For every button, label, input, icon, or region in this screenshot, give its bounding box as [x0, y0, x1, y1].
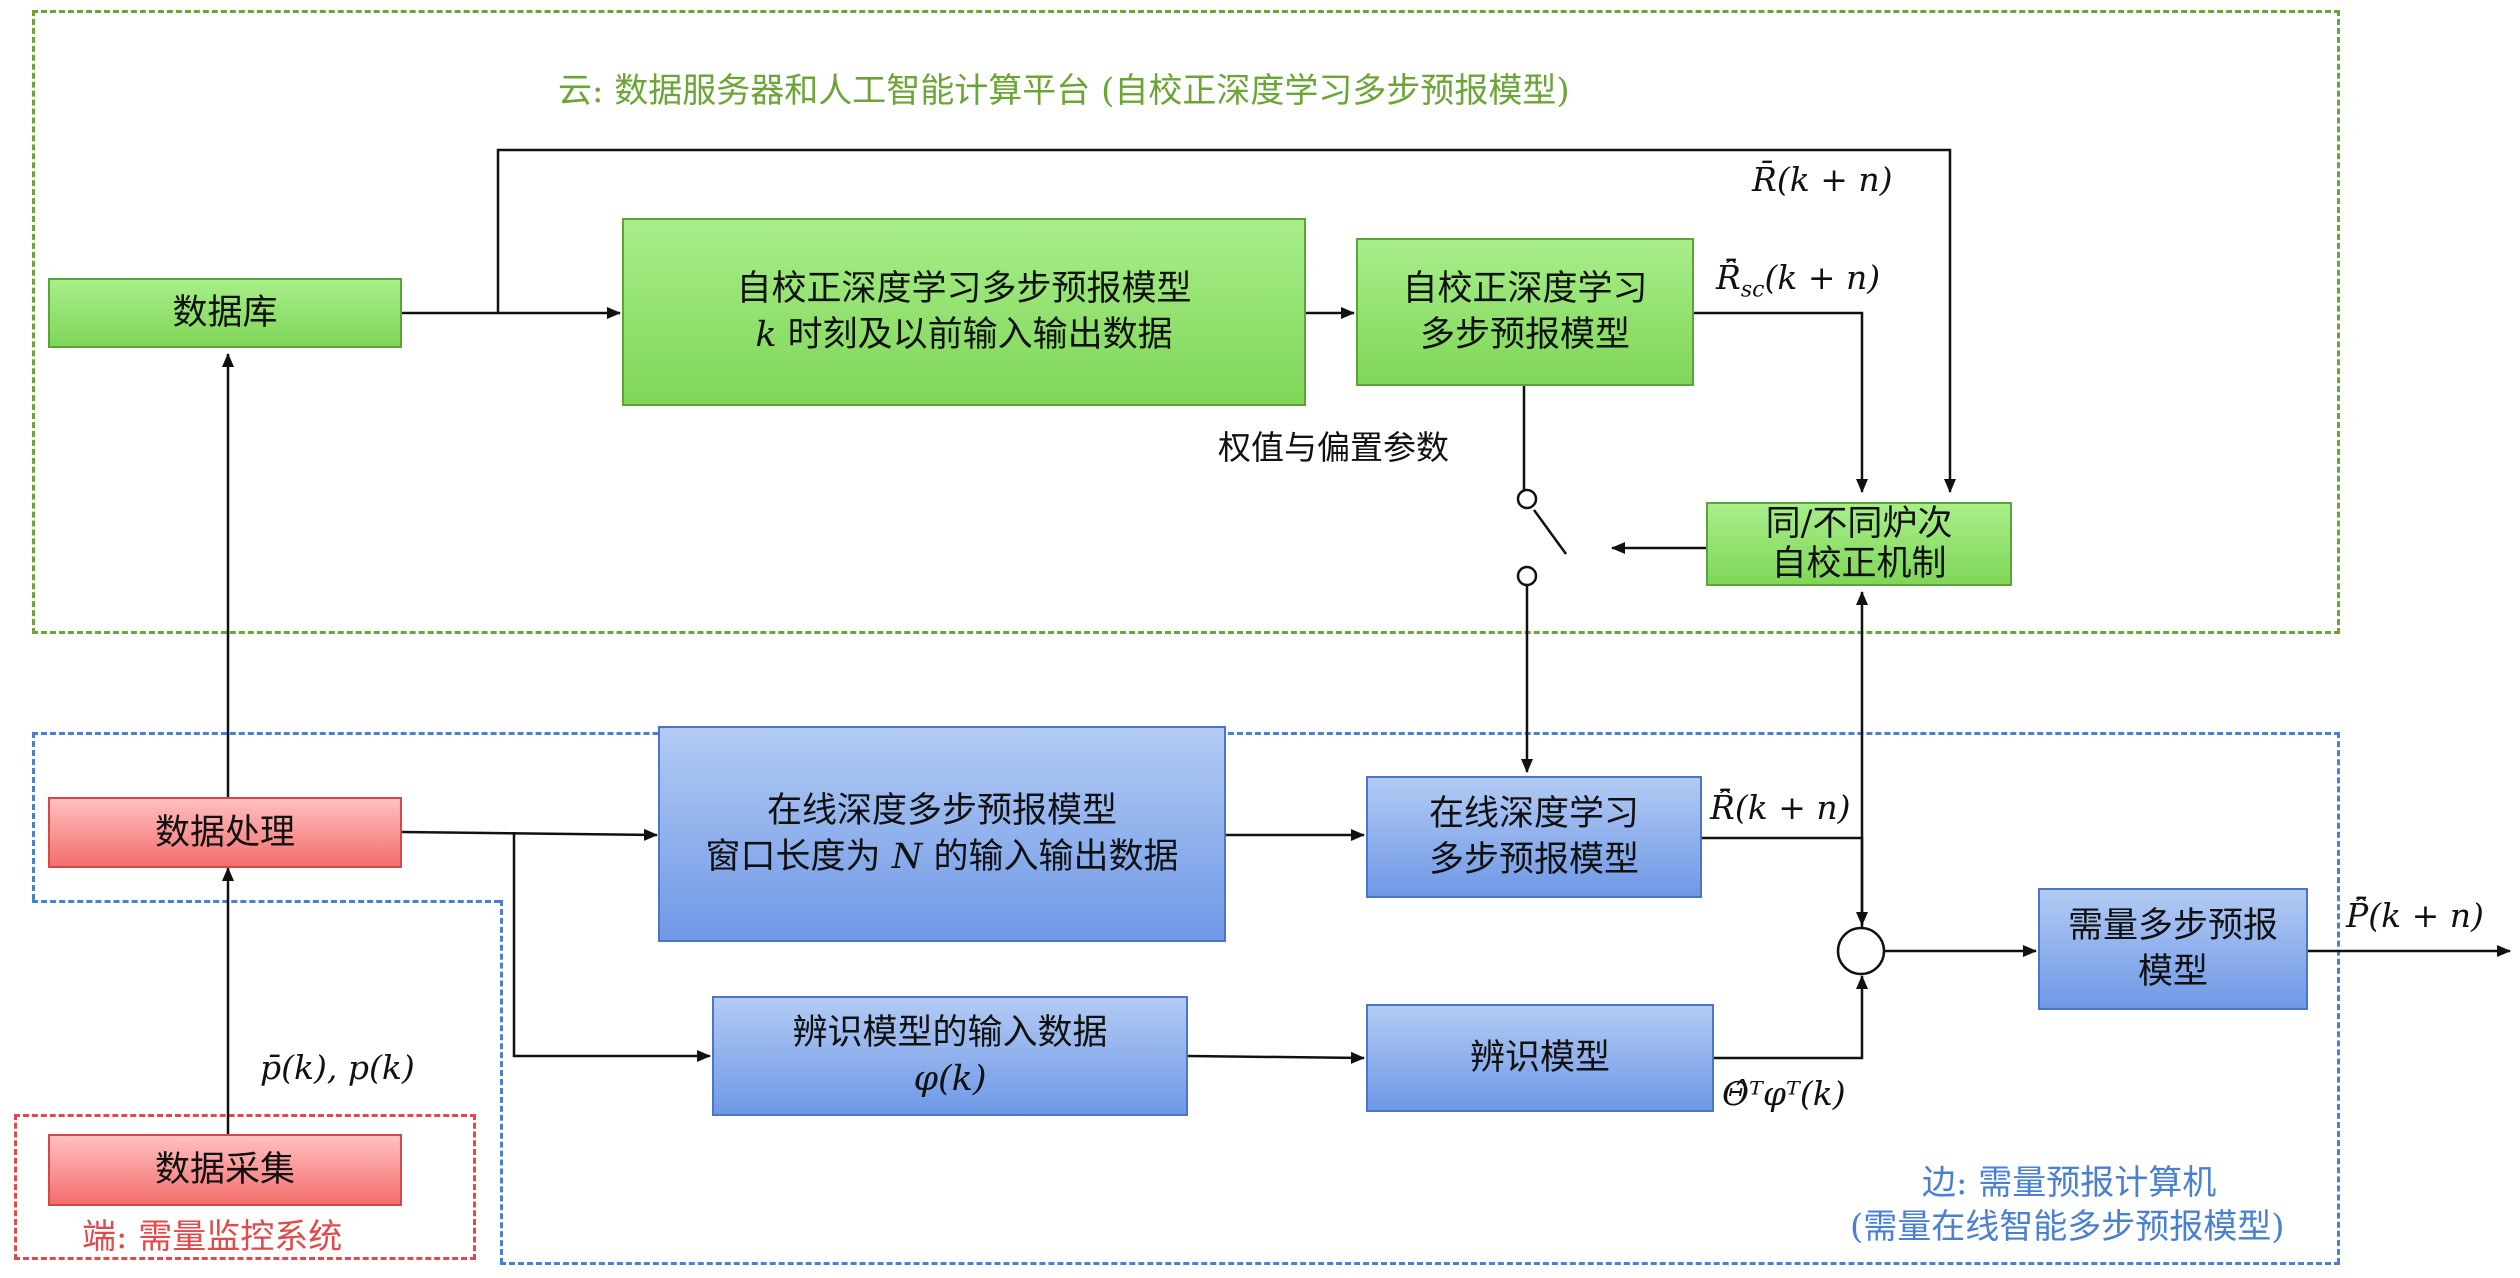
r-hat-label: R̂̄(k + n): [1710, 788, 1851, 827]
online-model-line1: 在线深度学习: [1428, 794, 1639, 834]
summing-junction: [1836, 926, 1886, 976]
sc-model-box: 自校正深度学习 多步预报模型: [1356, 238, 1694, 386]
identify-input-box: 辨识模型的输入数据 φ(k): [712, 996, 1188, 1116]
demand-model-line1: 需量多步预报: [2067, 906, 2278, 946]
edge-region-bottom-border: [500, 1262, 2340, 1265]
sc-model-line1: 自校正深度学习: [1402, 269, 1648, 309]
database-label: 数据库: [172, 293, 278, 333]
edge-region-title-line2: (需量在线智能多步预报模型): [1850, 1207, 2285, 1247]
cloud-region: [32, 10, 2340, 634]
end-region-title: 端: 需量监控系统: [82, 1217, 343, 1257]
switch-contact-bottom: [1516, 565, 1538, 587]
online-input-line2: 窗口长度为 N 的输入输出数据: [705, 837, 1179, 877]
p-hat-label: P̂̄(k + n): [2346, 896, 2484, 935]
theta-phi-label: Θ̂ᵀφᵀ(k): [1722, 1074, 1846, 1113]
sc-model-input-box: 自校正深度学习多步预报模型 k 时刻及以前输入输出数据: [622, 218, 1306, 406]
database-box: 数据库: [48, 278, 402, 348]
weights-bias-label: 权值与偏置参数: [1218, 428, 1449, 467]
edge-region-title-line1: 边: 需量预报计算机: [1922, 1163, 2217, 1203]
data-processing-label: 数据处理: [154, 812, 295, 853]
edge-region-right-border: [2337, 732, 2340, 1264]
switch-contact-top: [1516, 488, 1538, 510]
edge-region-step-border: [32, 900, 500, 903]
identify-input-line2: φ(k): [913, 1059, 987, 1099]
sc-model-input-line1: 自校正深度学习多步预报模型: [736, 269, 1192, 309]
sc-model-input-line2: k 时刻及以前输入输出数据: [755, 315, 1173, 355]
r-sc-hat-label: R̂̄sc(k + n): [1716, 258, 1881, 303]
end-region: [14, 1114, 476, 1260]
online-input-line1: 在线深度多步预报模型: [766, 791, 1117, 831]
identify-input-line1: 辨识模型的输入数据: [792, 1013, 1108, 1053]
correction-mechanism-box: 同/不同炉次 自校正机制: [1706, 502, 2012, 586]
edge-region-left-border: [32, 732, 35, 900]
data-processing-box: 数据处理: [48, 797, 402, 868]
demand-model-line2: 模型: [2137, 952, 2208, 992]
correction-line1: 同/不同炉次: [1765, 504, 1953, 544]
r-bar-label: R̄(k + n): [1752, 160, 1893, 199]
online-model-box: 在线深度学习 多步预报模型: [1366, 776, 1702, 898]
p-inputs-label: p̄(k), p(k): [260, 1048, 415, 1087]
data-collection-label: 数据采集: [154, 1150, 295, 1190]
identify-model-label: 辨识模型: [1469, 1038, 1610, 1078]
sc-model-line2: 多步预报模型: [1419, 315, 1630, 355]
demand-model-box: 需量多步预报 模型: [2038, 888, 2308, 1010]
edge-region-inner-border: [500, 900, 503, 1264]
data-collection-box: 数据采集: [48, 1134, 402, 1206]
identify-model-box: 辨识模型: [1366, 1004, 1714, 1112]
cloud-region-title: 云: 数据服务器和人工智能计算平台 (自校正深度学习多步预报模型): [558, 71, 1570, 111]
online-model-input-box: 在线深度多步预报模型 窗口长度为 N 的输入输出数据: [658, 726, 1226, 942]
correction-line2: 自校正机制: [1771, 544, 1947, 584]
online-model-line2: 多步预报模型: [1428, 840, 1639, 880]
